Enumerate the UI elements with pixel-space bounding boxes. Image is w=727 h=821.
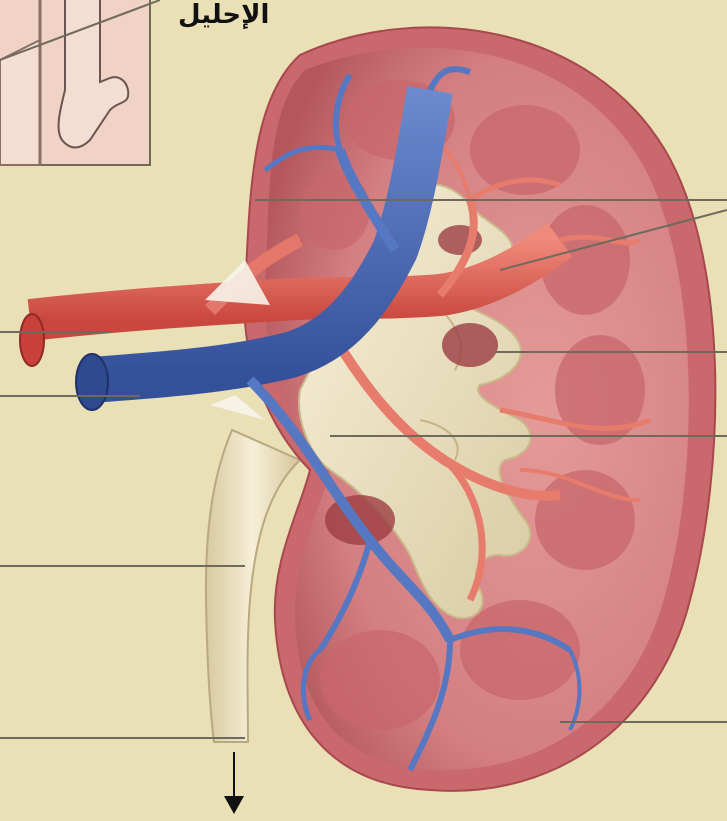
urethra-label: الإحليل xyxy=(178,0,298,30)
down-arrow-icon xyxy=(224,752,244,814)
body-inset xyxy=(0,0,160,165)
